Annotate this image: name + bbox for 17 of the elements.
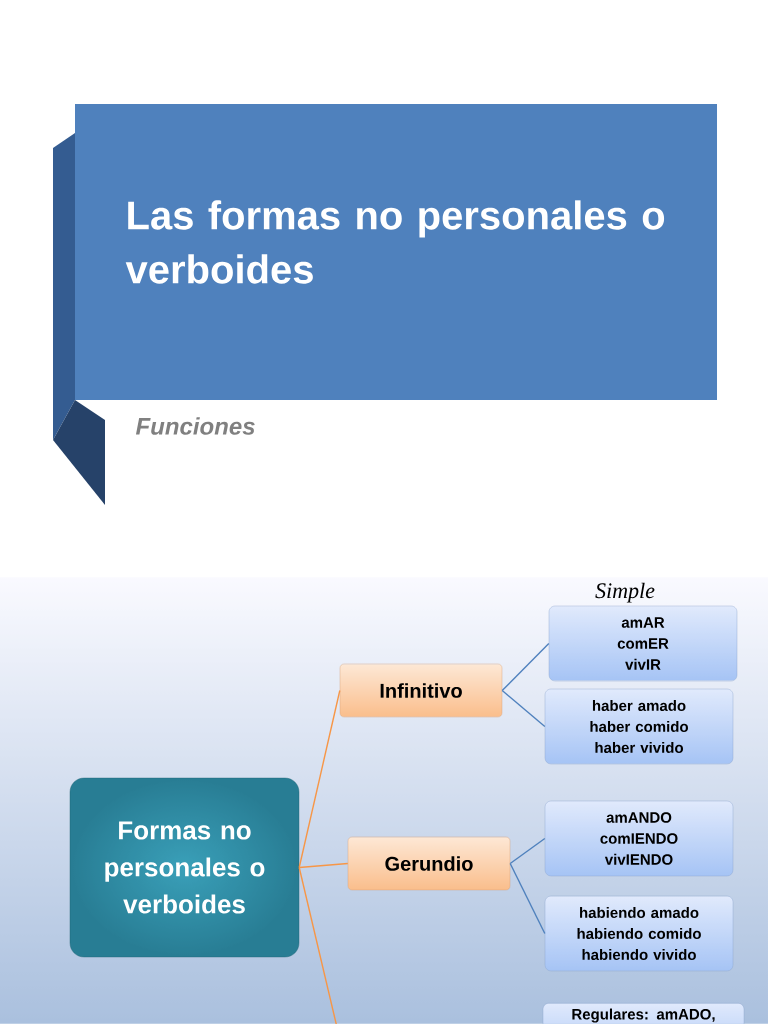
example-box: habiendo amado habiendo comido habiendo vivido xyxy=(544,895,734,972)
example-box: amANDO comIENDO vivIENDO xyxy=(544,800,734,877)
category-box: Infinitivo xyxy=(339,663,503,718)
connector-line xyxy=(509,837,546,865)
connector-line xyxy=(509,862,546,935)
title-banner: Las formas no personales o verboides xyxy=(75,104,717,400)
connector-line xyxy=(501,689,546,728)
topic-box: Formas no personales o verboides xyxy=(69,777,300,958)
handwritten-note: Simple xyxy=(595,582,655,603)
subtitle: Funciones xyxy=(135,417,255,435)
connector-line xyxy=(298,689,341,869)
example-box: haber amado haber comido haber vivido xyxy=(544,688,734,765)
connector-line xyxy=(501,642,550,692)
example-box: amAR comER vivIR xyxy=(548,605,738,682)
example-box: Regulares: amADO, xyxy=(542,1003,745,1024)
connector-line xyxy=(298,862,349,869)
category-box: Gerundio xyxy=(347,836,511,891)
